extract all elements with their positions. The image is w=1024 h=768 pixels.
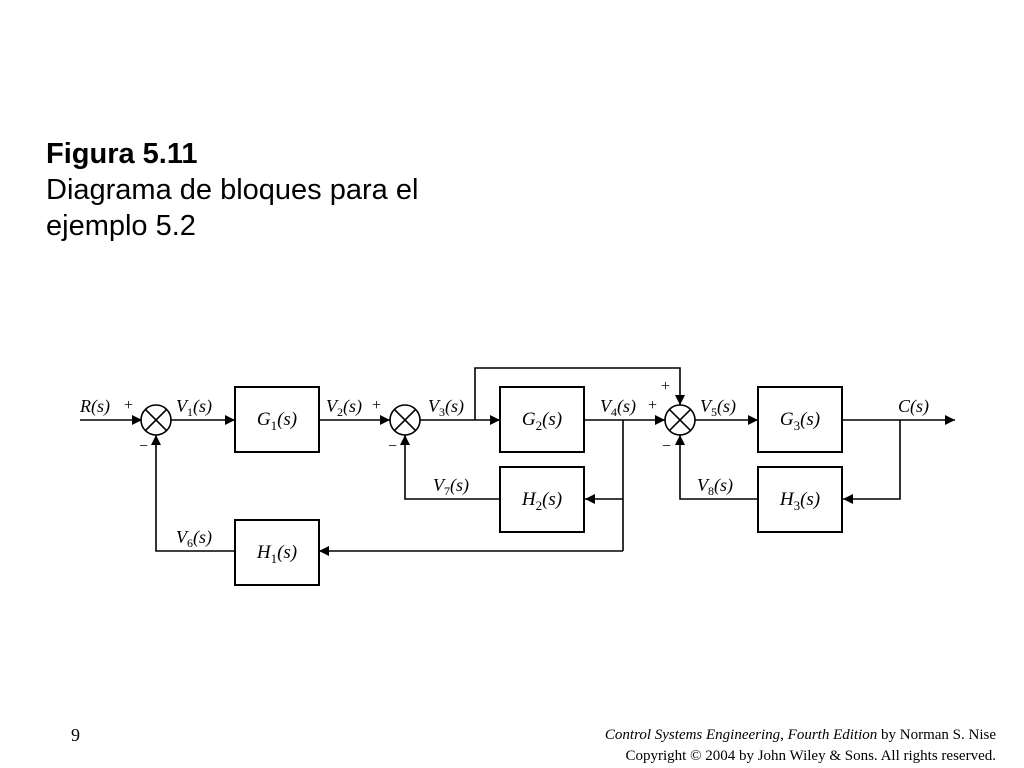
figure-caption: Figura 5.11 Diagrama de bloques para el … (46, 136, 418, 244)
signal-label-R: R(s) (79, 396, 110, 417)
svg-text:H3(s): H3(s) (779, 489, 820, 513)
svg-text:G1(s): G1(s) (257, 409, 297, 433)
signal-label-C: C(s) (898, 396, 929, 417)
signal-label-V5: V5(s) (700, 396, 736, 419)
svg-text:H1(s): H1(s) (256, 542, 297, 566)
sign-S2-plus: + (372, 397, 381, 414)
copyright-notice: Copyright © 2004 by John Wiley & Sons. A… (625, 748, 996, 764)
book-title: Control Systems Engineering, Fourth Edit… (604, 727, 878, 743)
source-credit: Control Systems Engineering, Fourth Edit… (605, 725, 996, 767)
block-H2: H2(s) (499, 466, 585, 533)
summing-junction-3 (664, 404, 696, 436)
signal-label-V2: V2(s) (326, 396, 362, 419)
block-G3: G3(s) (757, 386, 843, 453)
block-H3: H3(s) (757, 466, 843, 533)
sign-S1-plus: + (124, 397, 133, 414)
svg-text:H2(s): H2(s) (521, 489, 562, 513)
sign-S2-minus: − (388, 438, 397, 455)
sign-S3-plus-top: + (661, 378, 670, 395)
signal-label-V4: V4(s) (600, 396, 636, 419)
figure-description-line1: Diagrama de bloques para el (46, 174, 419, 206)
page-number: 9 (71, 725, 80, 745)
signal-label-V1: V1(s) (176, 396, 212, 419)
signal-label-V7: V7(s) (433, 475, 469, 498)
block-H1: H1(s) (234, 519, 320, 586)
sign-S3-minus: − (662, 438, 671, 455)
sign-S1-minus: − (139, 438, 148, 455)
summing-junction-2 (389, 404, 421, 436)
svg-text:G2(s): G2(s) (522, 409, 562, 433)
figure-title: Figura 5.11 (46, 138, 198, 170)
signal-label-V3: V3(s) (428, 396, 464, 419)
signal-label-V8: V8(s) (697, 475, 733, 498)
summing-junction-1 (140, 404, 172, 436)
figure-description-line2: ejemplo 5.2 (46, 210, 196, 242)
wire-V8 (675, 435, 758, 500)
block-G1: G1(s) (234, 386, 320, 453)
wire-V7 (400, 435, 500, 500)
book-author: by Norman S. Nise (877, 727, 996, 743)
wire-V6 (151, 435, 235, 552)
book-citation: Control Systems Engineering, Fourth Edit… (605, 725, 996, 746)
svg-text:G3(s): G3(s) (780, 409, 820, 433)
wire-feedforward-V3 (474, 367, 685, 420)
wire-C-to-H3 (843, 420, 901, 504)
block-G2: G2(s) (499, 386, 585, 453)
sign-S3-plus-left: + (648, 397, 657, 414)
signal-label-V6: V6(s) (176, 527, 212, 550)
